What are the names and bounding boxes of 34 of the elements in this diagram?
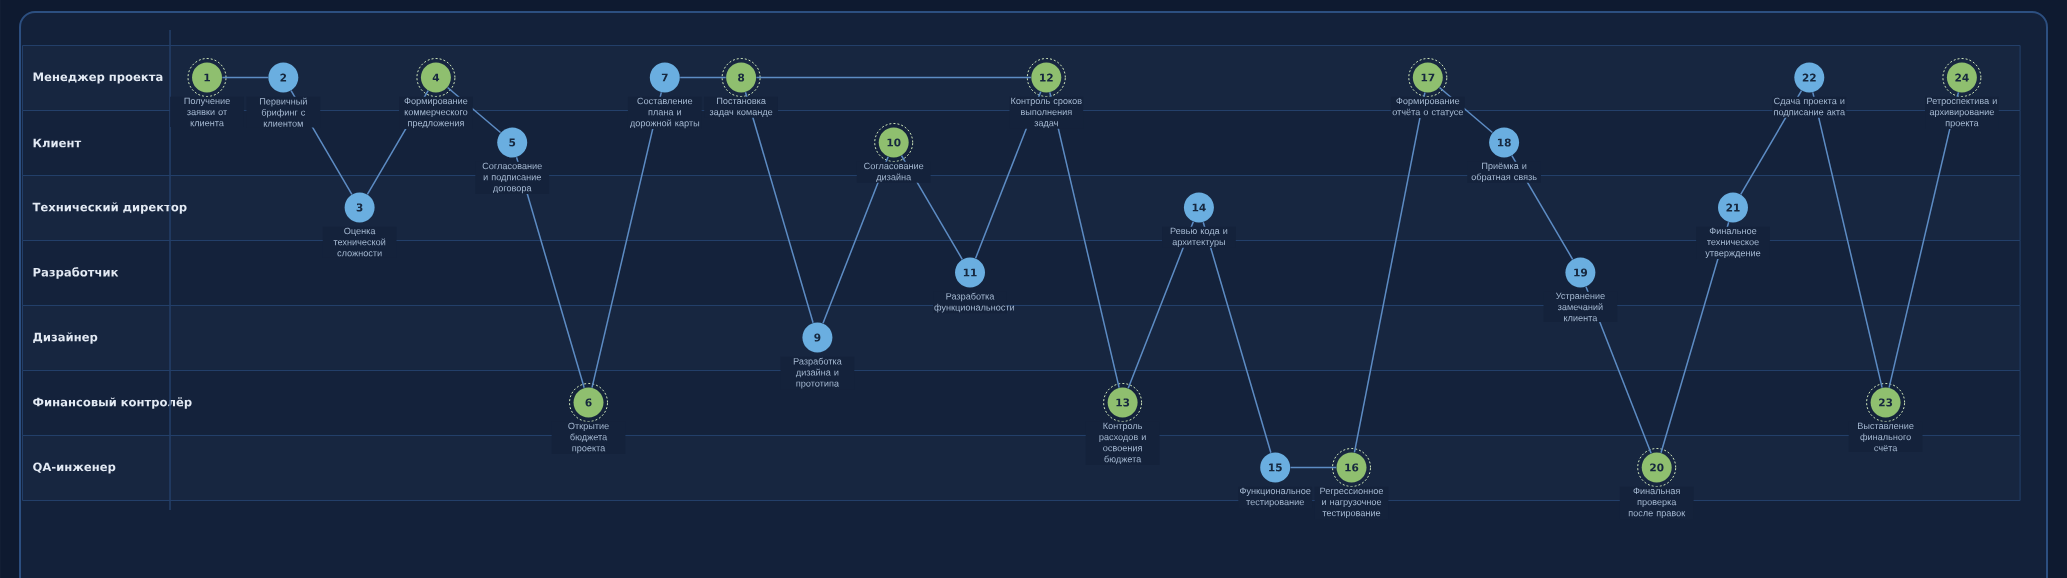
step-label: Устранение замечаний клиента <box>1543 291 1618 323</box>
step-label: Формирование коммерческого предложения <box>399 96 473 129</box>
step-label: Финальная проверка после правок <box>1619 486 1694 519</box>
step-label: Функциональное тестирование <box>1238 486 1313 508</box>
connector-line <box>591 91 663 389</box>
step-label: Получение заявки от клиента <box>170 96 244 128</box>
step-label: Постановка задач команде <box>704 96 778 118</box>
step-label: Оценка технической сложности <box>322 226 397 258</box>
step-label: Контроль расходов и освоения бюджета <box>1085 421 1160 465</box>
step-label: Регрессионное и нагрузочное тестирование <box>1314 486 1389 519</box>
step-label: Контроль сроков выполнения задач <box>1009 96 1084 129</box>
step-label: Финальное техническое утверждение <box>1696 226 1770 259</box>
step-label: Согласование и подписание договора <box>475 161 550 194</box>
step-label: Сдача проекта и подписание акта <box>1772 96 1847 118</box>
connector-line <box>755 76 1032 79</box>
connector-line <box>1202 221 1272 454</box>
step-label: Составление плана и дорожной карты <box>627 96 702 129</box>
step-label: Разработка дизайна и прототипа <box>780 356 855 390</box>
connector-line <box>221 76 269 79</box>
connector-line <box>822 156 889 324</box>
connector-line <box>1289 466 1337 469</box>
connector-line <box>744 91 814 324</box>
connector-line <box>1812 91 1883 389</box>
connector-line <box>1888 91 1960 389</box>
step-label: Первичный брифинг с клиентом <box>246 96 321 128</box>
connector-line <box>1049 91 1120 389</box>
connector-line <box>1127 221 1195 389</box>
step-label: Ретроспектива и архивирование проекта <box>1925 96 1999 129</box>
step-label: Открытие бюджета проекта <box>551 421 626 454</box>
connector-line <box>679 76 727 79</box>
step-label: Приёмка и обратная связь <box>1467 161 1541 183</box>
connector-line <box>1353 91 1426 454</box>
step-label: Ревью кода и архитектуры <box>1162 226 1236 248</box>
step-label: Выставление финального счёта <box>1848 421 1923 453</box>
